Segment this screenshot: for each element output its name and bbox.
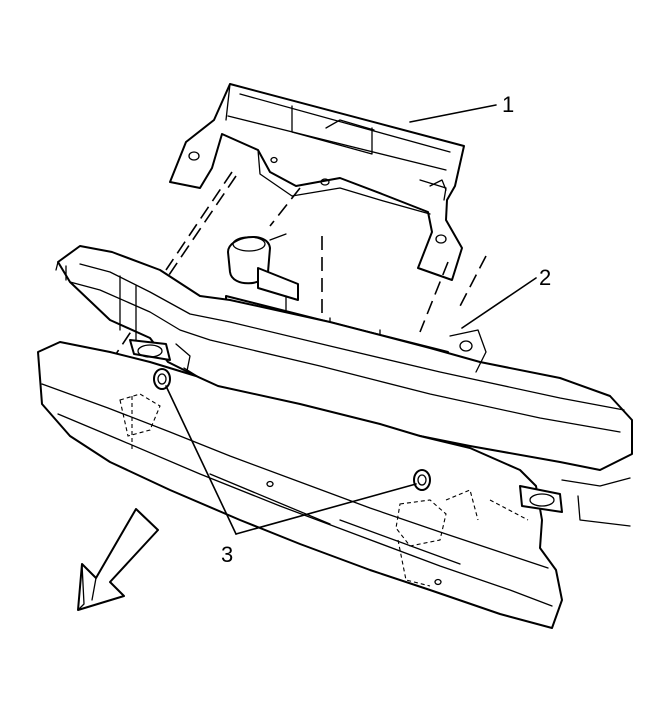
leader-lines [165,104,537,535]
callout-3: 3 [221,542,233,567]
front-direction-arrow-icon [77,508,159,611]
upper-baffle-part [169,83,465,281]
fastener-left [153,368,171,390]
lower-support-part [37,339,631,629]
fasteners-part [153,368,431,491]
callout-2: 2 [539,265,551,290]
callout-1: 1 [502,92,514,117]
fastener-right [413,469,431,491]
